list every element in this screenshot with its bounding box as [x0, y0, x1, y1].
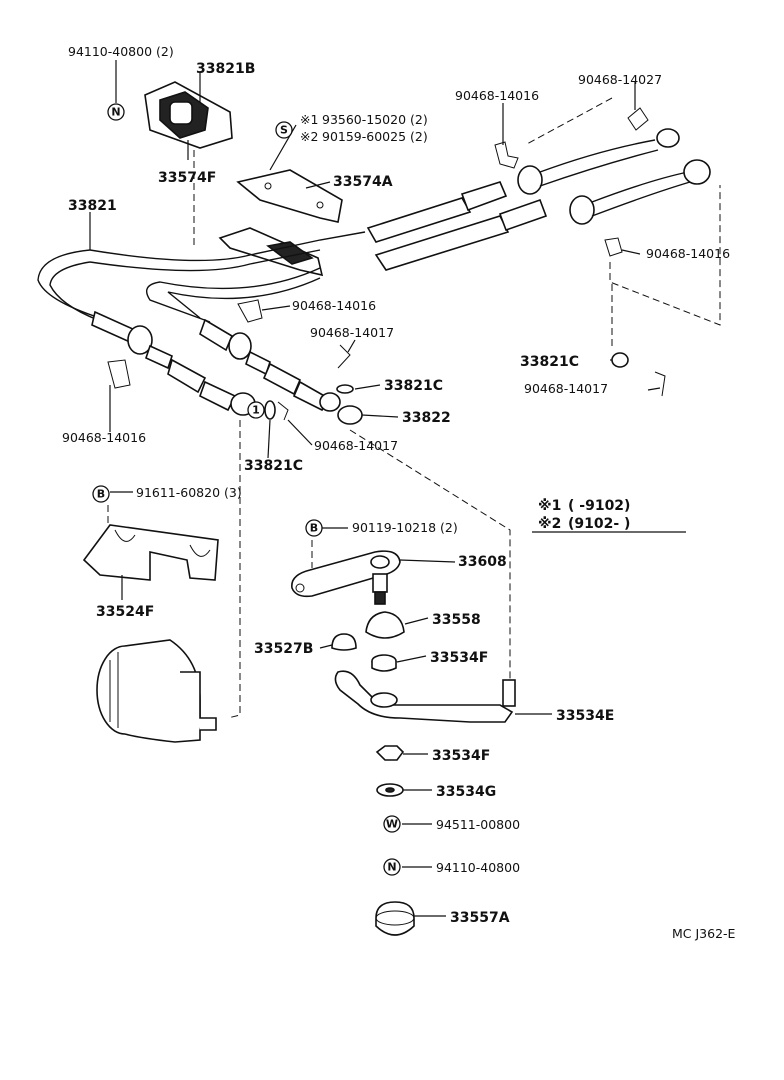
legend: ※1 ( -9102) ※2 (9102- ): [538, 498, 630, 532]
badge-b-left: B: [92, 485, 110, 503]
label-33524F: 33524F: [96, 604, 154, 620]
legend-row1-text: ( -9102): [568, 498, 630, 514]
label-33534G: 33534G: [436, 784, 496, 800]
lever-33534E: [334, 670, 516, 723]
label-90468-14016-mid: 90468-14016: [292, 298, 376, 313]
bushing-33558: [365, 611, 405, 639]
label-91611-60820: 91611-60820 (3): [136, 485, 242, 500]
washers: [264, 352, 629, 425]
lever-33608: [291, 550, 401, 605]
washer-33534G: [376, 783, 404, 797]
label-33821C-lower: 33821C: [244, 458, 303, 474]
label-94110-40800-bottom: 94110-40800: [436, 860, 520, 875]
label-90468-14017-right: 90468-14017: [524, 381, 608, 396]
label-94511-00800: 94511-00800: [436, 817, 520, 832]
label-33574F: 33574F: [158, 170, 216, 186]
cable-bracket: [218, 227, 324, 277]
marker-star2: ※2: [300, 129, 318, 144]
label-33574A: 33574A: [333, 174, 393, 190]
nut-33534F-lower: [375, 745, 405, 761]
legend-row2-text: (9102- ): [568, 516, 630, 532]
label-33821B: 33821B: [196, 61, 255, 77]
knob-33557A: [375, 901, 415, 936]
label-90468-14016-top: 90468-14016: [455, 88, 539, 103]
legend-row2-mark: ※2: [538, 516, 561, 532]
label-33821: 33821: [68, 198, 117, 214]
svg-text:W: W: [386, 818, 398, 831]
svg-text:1: 1: [252, 404, 260, 417]
label-33534E: 33534E: [556, 708, 614, 724]
label-33608: 33608: [458, 554, 507, 570]
label-33557A: 33557A: [450, 910, 510, 926]
cap-33527B: [331, 633, 357, 651]
badge-s: S: [275, 121, 293, 139]
label-90468-14017-mid: 90468-14017: [310, 325, 394, 340]
svg-text:B: B: [310, 522, 318, 535]
transmission-housing: [96, 639, 217, 743]
label-33821C-mid: 33821C: [384, 378, 443, 394]
label-33534F-lower: 33534F: [432, 748, 490, 764]
svg-text:N: N: [387, 861, 396, 874]
badge-n-bottom: N: [383, 858, 401, 876]
badge-w: W: [383, 815, 401, 833]
badge-one: 1: [247, 401, 265, 419]
label-33534F-upper: 33534F: [430, 650, 488, 666]
badge-b-right: B: [305, 519, 323, 537]
svg-text:S: S: [280, 124, 288, 137]
label-93560-15020: 93560-15020 (2): [322, 112, 428, 127]
bracket-33524F: [82, 524, 219, 581]
grommet-33821B: [144, 81, 233, 149]
dashed-reference-lines: [107, 97, 721, 719]
label-90468-14017-lower: 90468-14017: [314, 438, 398, 453]
label-90159-60025: 90159-60025 (2): [322, 129, 428, 144]
label-94110-40800-top: 94110-40800 (2): [68, 44, 174, 59]
label-33822: 33822: [402, 410, 451, 426]
diagram-code: MC J362-E: [672, 926, 736, 941]
label-90468-14016-left: 90468-14016: [62, 430, 146, 445]
label-33558: 33558: [432, 612, 481, 628]
label-90119-10218: 90119-10218 (2): [352, 520, 458, 535]
shift-cable-33821: [37, 128, 711, 416]
label-90468-14016-right: 90468-14016: [646, 246, 730, 261]
label-33821C-right: 33821C: [520, 354, 579, 370]
marker-star1: ※1: [300, 112, 318, 127]
legend-row1-mark: ※1: [538, 498, 561, 514]
badge-n-top: N: [107, 103, 125, 121]
bushing-33534F-upper: [371, 654, 397, 672]
svg-text:N: N: [111, 106, 120, 119]
label-33527B: 33527B: [254, 641, 313, 657]
label-90468-14027: 90468-14027: [578, 72, 662, 87]
clips: [107, 107, 666, 421]
plate-33574A: [236, 169, 343, 223]
svg-text:B: B: [97, 488, 105, 501]
